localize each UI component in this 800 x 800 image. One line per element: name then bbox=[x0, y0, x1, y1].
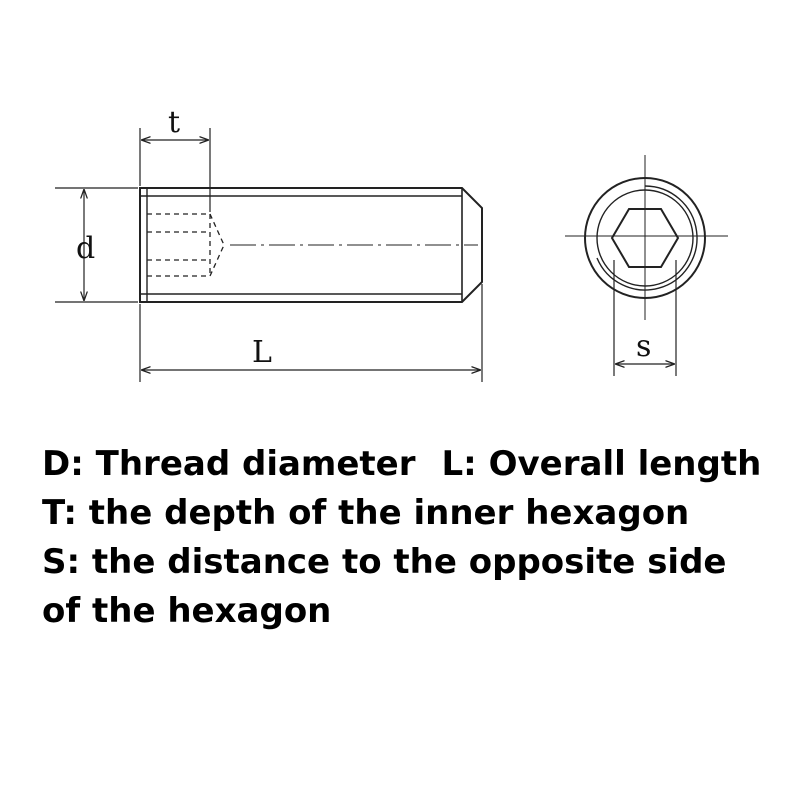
d-label: d bbox=[76, 231, 95, 266]
legend-hexagon-distance: S: the distance to the opposite side bbox=[42, 542, 727, 582]
legend: D: Thread diameter L: Overall length T: t… bbox=[42, 440, 792, 636]
legend-line-1: D: Thread diameter L: Overall length bbox=[42, 440, 792, 489]
thread-arc bbox=[596, 185, 698, 291]
legend-hexagon-depth: T: the depth of the inner hexagon bbox=[42, 493, 690, 533]
side-view bbox=[139, 187, 483, 303]
dimension-t bbox=[139, 128, 211, 212]
legend-hexagon-distance-cont: of the hexagon bbox=[42, 591, 332, 631]
dimension-L bbox=[139, 284, 483, 382]
s-label: s bbox=[636, 329, 651, 364]
legend-overall-length: L: Overall length bbox=[441, 444, 762, 484]
dimension-d bbox=[55, 187, 138, 303]
hex-socket-hidden-lines bbox=[147, 213, 225, 277]
t-label: t bbox=[168, 105, 180, 140]
L-label: L bbox=[252, 335, 272, 370]
dimension-s bbox=[613, 260, 677, 376]
hex-socket bbox=[610, 208, 680, 268]
set-screw-technical-drawing: t d L s bbox=[55, 105, 728, 382]
end-view-center-lines bbox=[565, 155, 728, 320]
end-view bbox=[565, 155, 728, 320]
legend-thread-diameter: D: Thread diameter bbox=[42, 444, 416, 484]
